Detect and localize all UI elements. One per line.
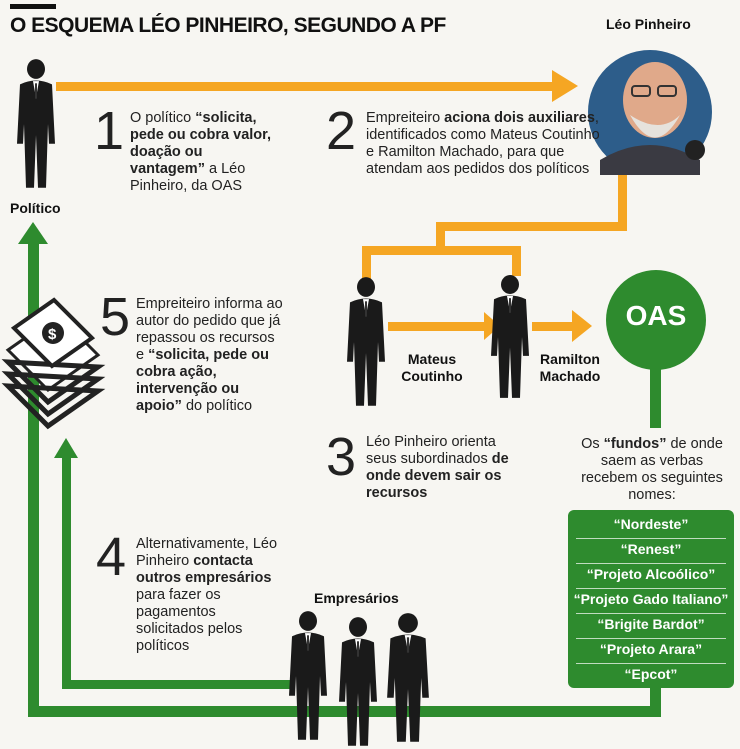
fund-item: “Brigite Bardot” [597,616,705,632]
arrow-mateus-to-ramilton [388,312,500,340]
arrow-funds-to-politico [18,222,661,717]
funds-intro-text: Os “fundos” de onde saem as verbas receb… [581,436,723,503]
oas-label: OAS [625,300,687,331]
oas-circle [606,270,706,370]
label-politico: Político [10,200,61,216]
fund-divider [576,613,726,614]
arrow-politico-to-leo [56,70,578,102]
label-empresarios: Empresários [314,590,399,606]
funds-list: “Nordeste” “Renest” “Projeto Alcoólico” … [568,510,734,688]
arrow-empresarios-to-politico [54,438,294,689]
fund-item: “Renest” [620,541,682,557]
fund-divider [576,663,726,664]
empresario-silhouette-3 [387,613,429,742]
fund-item: “Nordeste” [613,516,689,532]
step-5-number: 5 [100,287,131,347]
leo-portrait [588,50,712,175]
step-3-number: 3 [326,427,357,487]
empresario-silhouette-2 [339,617,377,746]
ramilton-silhouette [491,275,529,398]
arrow-ramilton-to-oas [532,310,592,342]
fund-divider [576,588,726,589]
fund-item: “Projeto Arara” [599,641,703,657]
money-stack-icon: $ [1,297,106,430]
fund-item: “Epcot” [624,666,678,682]
step-1-text: O político “solicita, pede ou cobra valo… [130,110,272,194]
fund-divider [576,638,726,639]
empresario-silhouette-1 [289,611,327,740]
fund-divider [576,538,726,539]
title-accent-bar [10,4,56,9]
label-mateus-coutinho: Mateus Coutinho [401,351,463,384]
politico-silhouette [17,59,55,188]
page-title: O ESQUEMA LÉO PINHEIRO, SEGUNDO A PF [10,14,446,37]
step-2-number: 2 [326,101,357,161]
step-4-number: 4 [96,527,127,587]
step-1-number: 1 [94,101,125,161]
mateus-silhouette [347,277,385,406]
label-leo-pinheiro: Léo Pinheiro [606,16,691,32]
step-5-text: Empreiteiro informa ao autor do pedido q… [136,296,283,414]
fund-item: “Projeto Alcoólico” [586,566,716,582]
fund-item: “Projeto Gado Italiano” [573,591,729,607]
step-3-text: Léo Pinheiro orienta seus subordinados d… [366,434,509,501]
step-4-text: Alternativamente, Léo Pinheiro contacta … [136,536,278,654]
svg-text:$: $ [48,326,57,343]
connector-leo-to-auxiliaries [362,168,627,280]
label-ramilton-machado: Ramilton Machado [539,351,601,384]
step-2-text: Empreiteiro aciona dois auxiliares, iden… [366,110,600,177]
fund-divider [576,563,726,564]
